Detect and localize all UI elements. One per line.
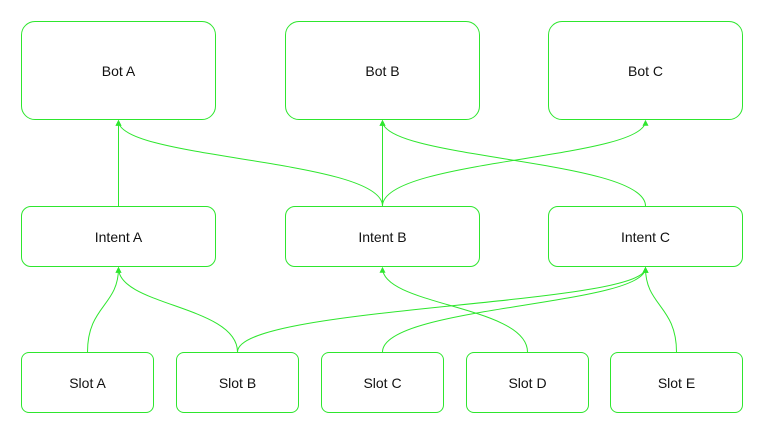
node-slot-a[interactable]: Slot A [21, 352, 154, 413]
node-label: Bot B [365, 62, 400, 79]
node-slot-b[interactable]: Slot B [176, 352, 299, 413]
edge-slot-c-to-intent-c [382, 266, 649, 353]
edge-intent-b-to-bot-c [382, 119, 649, 207]
node-label: Intent B [358, 228, 407, 245]
node-slot-c[interactable]: Slot C [321, 352, 444, 413]
node-slot-e[interactable]: Slot E [610, 352, 743, 413]
node-intent-c[interactable]: Intent C [548, 206, 743, 267]
node-label: Intent A [94, 228, 143, 245]
edge-slot-a-to-intent-a [87, 266, 122, 353]
node-label: Bot A [101, 62, 136, 79]
edge-slot-e-to-intent-c [642, 266, 677, 353]
node-label: Slot E [657, 374, 696, 391]
edge-slot-b-to-intent-a [115, 266, 238, 353]
node-label: Slot A [69, 374, 106, 391]
node-bot-a[interactable]: Bot A [21, 21, 216, 120]
node-label: Slot D [508, 374, 547, 391]
node-label: Bot C [627, 62, 663, 79]
node-label: Slot C [363, 374, 402, 391]
node-bot-c[interactable]: Bot C [548, 21, 743, 120]
node-slot-d[interactable]: Slot D [466, 352, 589, 413]
node-intent-b[interactable]: Intent B [285, 206, 480, 267]
edge-slot-d-to-intent-b [379, 266, 528, 353]
node-bot-b[interactable]: Bot B [285, 21, 480, 120]
edge-intent-b-to-bot-a [115, 119, 383, 207]
node-label: Slot B [218, 374, 257, 391]
node-intent-a[interactable]: Intent A [21, 206, 216, 267]
node-label: Intent C [620, 228, 671, 245]
edge-slot-b-to-intent-c [237, 266, 649, 353]
edge-intent-c-to-bot-b [379, 119, 646, 207]
